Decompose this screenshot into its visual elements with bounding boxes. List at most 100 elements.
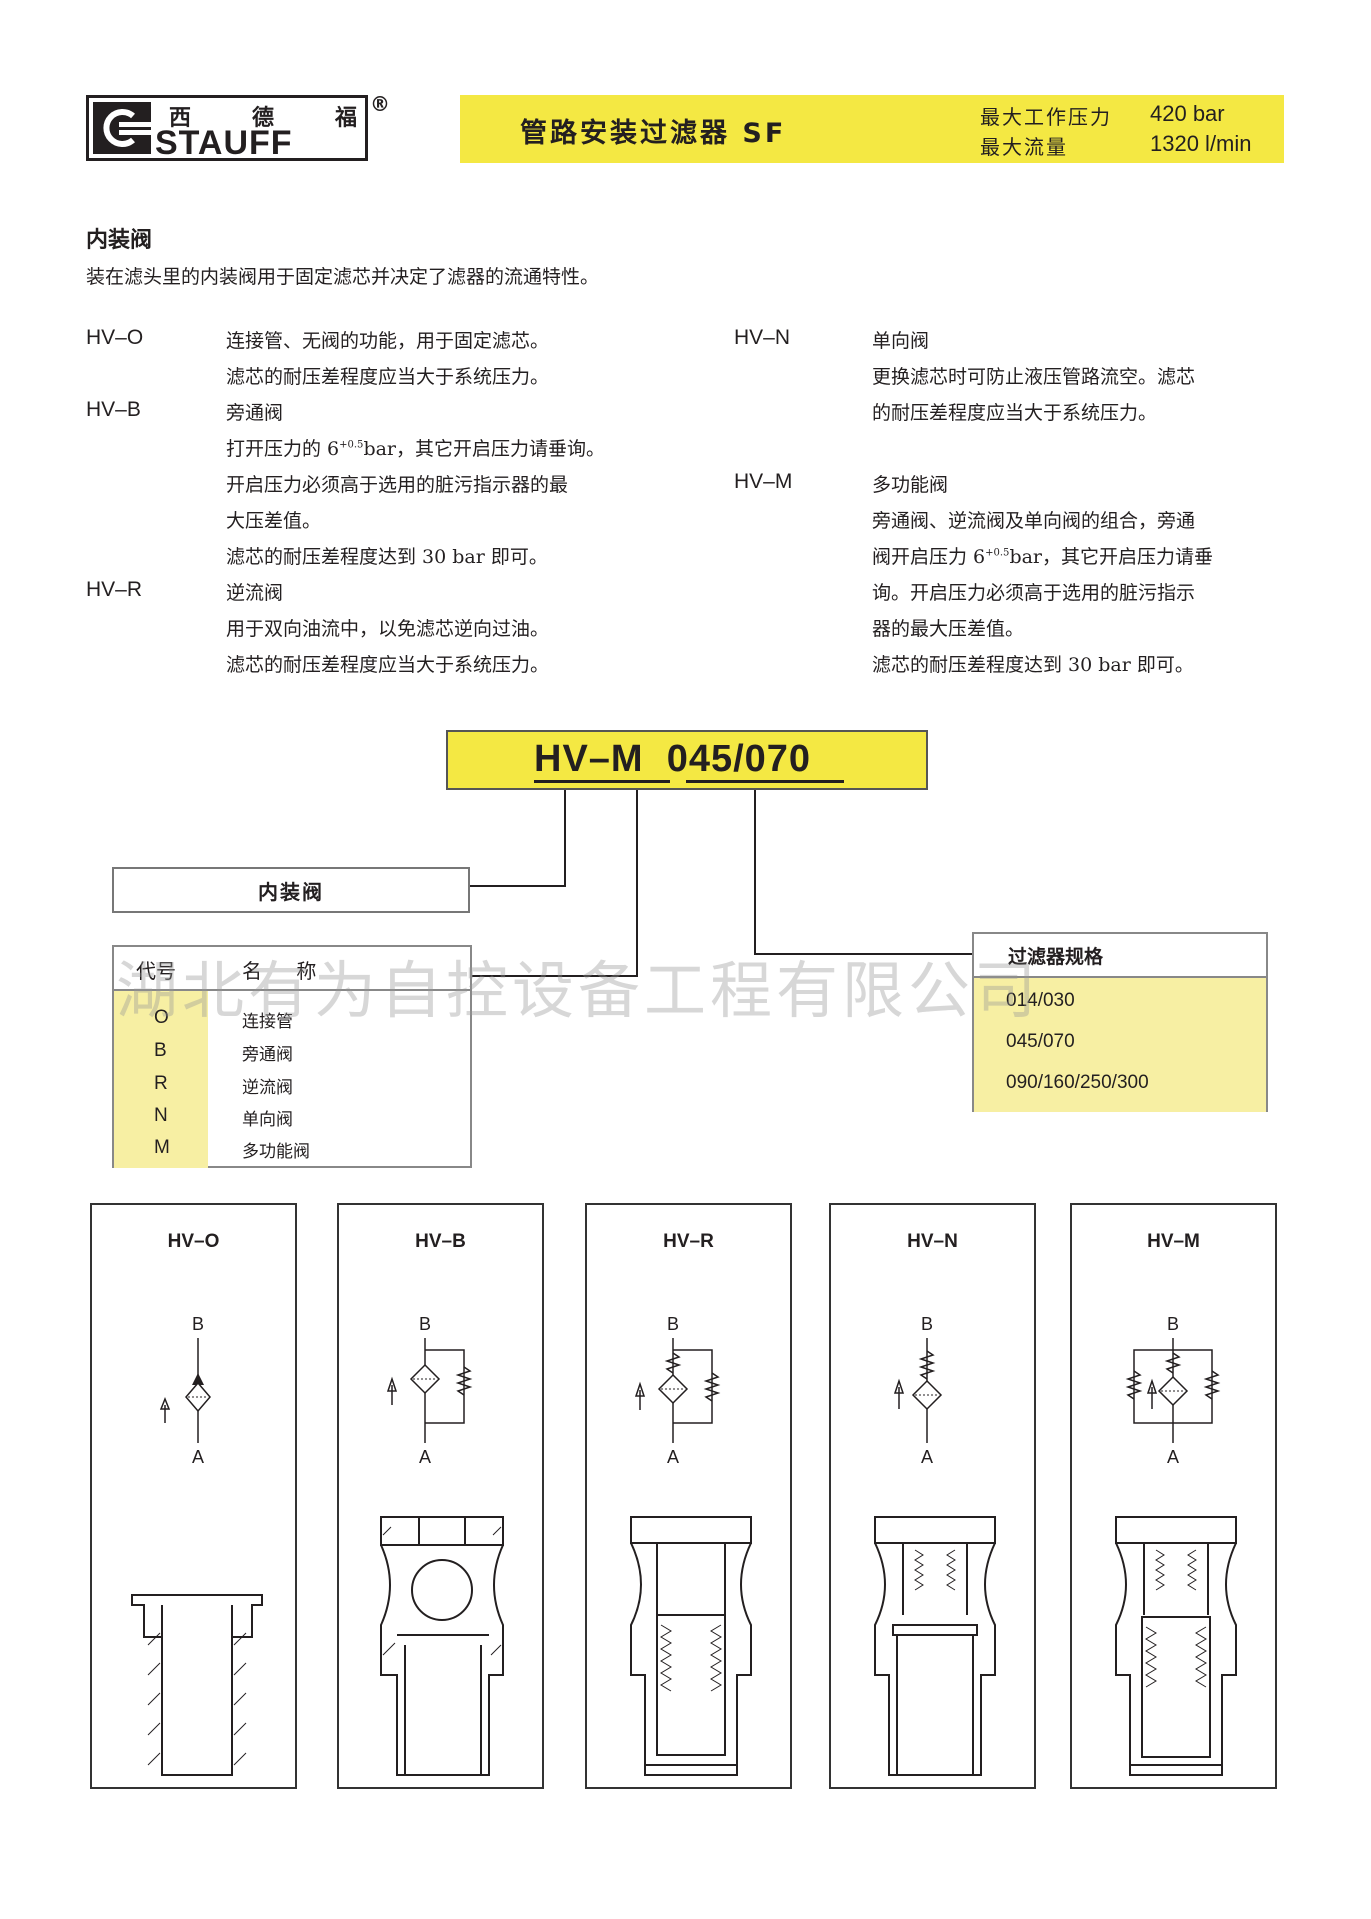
section-intro: 装在滤头里的内装阀用于固定滤芯并决定了滤器的流通特性。: [86, 266, 600, 288]
valve-desc-line: 的耐压差程度应当大于系统压力。: [872, 402, 1158, 424]
table-row-code: O: [154, 1007, 169, 1028]
hydraulic-symbol-icon: B A: [386, 1314, 473, 1467]
table-row-name: 多功能阀: [242, 1142, 310, 1162]
port-label: B: [667, 1314, 679, 1334]
stauff-emblem-icon: [93, 102, 151, 154]
order-code-text: HV–M 045/070: [534, 738, 811, 781]
order-code-size: 045/070: [666, 738, 812, 780]
spec-label: 最大工作压力: [980, 105, 1112, 129]
panel-title: HV–B: [415, 1231, 466, 1252]
title-banner: 管路安装过滤器 SF 最大工作压力 420 bar 最大流量 1320 l/mi…: [460, 95, 1284, 163]
product-title: 管路安装过滤器 SF: [520, 118, 787, 149]
port-label: A: [192, 1447, 204, 1467]
valve-cross-section-icon: [131, 1594, 263, 1776]
table-row-name: 旁通阀: [242, 1045, 293, 1065]
filter-size-item: 045/070: [1006, 1031, 1075, 1052]
hydraulic-symbol-icon: B A: [159, 1314, 211, 1467]
table-row-name: 逆流阀: [242, 1078, 293, 1098]
valve-desc-line: 滤芯的耐压差程度应当大于系统压力。: [226, 654, 550, 676]
valve-desc-line: 阀开启压力 6+0.5bar，其它开启压力请垂: [872, 546, 1214, 568]
spec-value: 420 bar: [1150, 101, 1225, 126]
code-underline: [686, 780, 844, 783]
panel-title: HV–O: [167, 1231, 220, 1252]
valve-desc-line: 连接管、无阀的功能，用于固定滤芯。: [226, 330, 550, 352]
valve-desc-line: 用于双向油流中，以免滤芯逆向过油。: [226, 618, 550, 640]
port-label: A: [921, 1447, 933, 1467]
panel-title: HV–N: [907, 1231, 958, 1252]
port-label: A: [667, 1447, 679, 1467]
filter-size-table: 过滤器规格 014/030 045/070 090/160/250/300: [972, 932, 1268, 1112]
filter-size-item: 090/160/250/300: [1006, 1072, 1149, 1093]
filter-size-body: 014/030 045/070 090/160/250/300: [974, 978, 1266, 1112]
panel-hv-m: HV–M B A: [1070, 1203, 1277, 1789]
panel-title: HV–R: [663, 1231, 714, 1252]
panel-hv-o: HV–O B A: [90, 1203, 297, 1789]
table-row-name: 单向阀: [242, 1110, 293, 1130]
spec-label: 最大流量: [980, 135, 1068, 159]
valve-desc-line: 旁通阀、逆流阀及单向阀的组合，旁通: [872, 510, 1196, 532]
table-row-code: N: [154, 1105, 168, 1126]
hydraulic-symbol-icon: B A: [893, 1314, 943, 1467]
valve-desc-line: 开启压力必须高于选用的脏污指示器的最: [226, 474, 569, 496]
hydraulic-symbol-icon: B A: [1125, 1314, 1221, 1467]
registered-mark: ®: [370, 92, 390, 116]
port-label: B: [921, 1314, 933, 1334]
valve-label-box: 内装阀: [112, 867, 470, 913]
valve-desc-line: 打开压力的 6+0.5bar，其它开启压力请垂询。: [226, 438, 606, 460]
port-label: B: [419, 1314, 431, 1334]
panel-hv-r: HV–R B A: [585, 1203, 792, 1789]
valve-code-hv-b: HV–B: [86, 398, 141, 421]
valve-desc-line: 滤芯的耐压差程度达到 30 bar 即可。: [226, 546, 548, 568]
valve-cross-section-icon: [380, 1516, 504, 1776]
valve-cross-section-icon: [630, 1516, 752, 1776]
valve-cross-section-icon: [874, 1516, 996, 1776]
section-title: 内装阀: [86, 228, 153, 253]
table-row-code: M: [154, 1137, 170, 1158]
logo-chinese: 西 德 福: [169, 100, 359, 131]
valve-desc-line: 器的最大压差值。: [872, 618, 1025, 640]
valve-code-hv-o: HV–O: [86, 326, 144, 349]
panel-hv-n: HV–N B A: [829, 1203, 1036, 1789]
valve-desc-line: 逆流阀: [226, 582, 284, 604]
valve-desc-line: 询。开启压力必须高于选用的脏污指示: [872, 582, 1196, 604]
stauff-logo: 西 德 福 STAUFF: [86, 95, 368, 161]
port-label: B: [1167, 1314, 1179, 1334]
valve-code-hv-r: HV–R: [86, 578, 143, 601]
table-row-name: 连接管: [242, 1012, 293, 1032]
logo-cn-char: 福: [334, 105, 359, 131]
table-row-code: B: [154, 1040, 167, 1061]
table-header: 过滤器规格: [974, 934, 1266, 978]
valve-cross-section-icon: [1115, 1516, 1237, 1776]
valve-desc-line: 滤芯的耐压差程度应当大于系统压力。: [226, 366, 550, 388]
logo-cn-char: 德: [251, 105, 276, 131]
filter-size-title: 过滤器规格: [1008, 946, 1104, 968]
filter-size-item: 014/030: [1006, 990, 1075, 1011]
hydraulic-symbol-icon: B A: [634, 1314, 721, 1467]
port-label: A: [1167, 1447, 1179, 1467]
col-header-name: 名 称: [242, 959, 331, 983]
valve-desc-line: 更换滤芯时可防止液压管路流空。滤芯: [872, 366, 1196, 388]
col-header-code: 代号: [136, 959, 176, 983]
valve-desc-line: 大压差值。: [226, 510, 322, 532]
valve-code-hv-m: HV–M: [734, 470, 793, 493]
valve-desc-line: 单向阀: [872, 330, 930, 352]
spec-value: 1320 l/min: [1150, 131, 1252, 156]
panel-hv-b: HV–B B A: [337, 1203, 544, 1789]
logo-english: STAUFF: [155, 124, 293, 162]
valve-desc-line: 旁通阀: [226, 402, 284, 424]
watermark: 湖北有为自控设备工程有限公司: [116, 954, 1041, 1027]
port-label: B: [192, 1314, 204, 1334]
valve-code-hv-n: HV–N: [734, 326, 791, 349]
logo-cn-char: 西: [169, 105, 194, 131]
order-code-valve: HV–M: [534, 738, 644, 780]
port-label: A: [419, 1447, 431, 1467]
valve-desc-line: 多功能阀: [872, 474, 949, 496]
code-column-fill: [114, 991, 208, 1168]
order-code-box: HV–M 045/070: [446, 730, 928, 790]
code-underline: [534, 780, 670, 783]
panel-title: HV–M: [1147, 1231, 1200, 1252]
valve-type-table: 代号 名 称 O 连接管 B 旁通阀 R 逆流阀 N 单向阀 M 多功能阀: [112, 945, 472, 1168]
table-row-code: R: [154, 1073, 168, 1094]
valve-desc-line: 滤芯的耐压差程度达到 30 bar 即可。: [872, 654, 1194, 676]
